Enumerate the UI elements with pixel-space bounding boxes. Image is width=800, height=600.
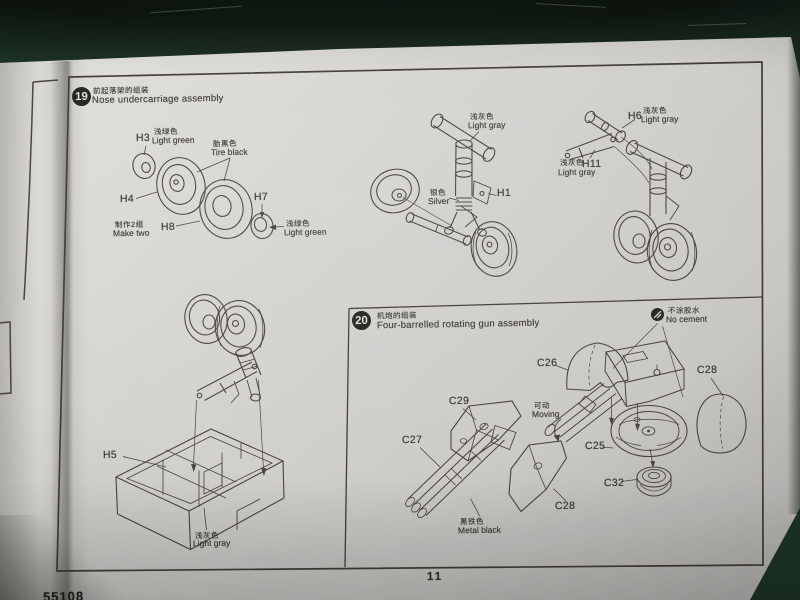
note-make-two-en: Make two — [112, 227, 150, 239]
part-label-c29: C29 — [448, 394, 470, 408]
note-moving-en: Moving — [531, 408, 560, 420]
step-19-title-en: Nose undercarriage assembly — [91, 92, 224, 107]
corner-shadow — [0, 515, 130, 600]
diagram-nosegear-strut — [370, 113, 518, 277]
step-19-badge: 19 — [71, 86, 92, 107]
page-gutter-shadow — [50, 52, 88, 600]
diagram-rotating-gun — [405, 323, 747, 518]
part-label-h7: H7 — [253, 190, 269, 204]
page-number: 11 — [426, 570, 444, 584]
color-label-metal-black-en: Metal black — [457, 524, 502, 536]
color-label-light-gray-en: Light gray — [640, 113, 679, 125]
part-label-c28-dome: C28 — [696, 363, 718, 377]
kit-number-partial: 55108 — [42, 588, 85, 600]
printed-frame — [56, 61, 764, 572]
part-label-h3: H3 — [135, 131, 151, 145]
part-label-c25: C25 — [584, 439, 606, 453]
step-20-title-en: Four-barrelled rotating gun assembly — [376, 317, 540, 332]
color-label-light-green-en: Light green — [151, 134, 195, 146]
part-label-c32: C32 — [603, 476, 625, 490]
color-label-tire-black-en: Tire black — [210, 146, 248, 158]
note-no-cement-en: No cement — [665, 313, 708, 325]
part-label-c27: C27 — [401, 433, 423, 447]
part-label-c28-plate: C28 — [554, 499, 576, 513]
color-label-silver-en: Silver — [427, 195, 450, 207]
part-label-h1: H1 — [496, 186, 512, 200]
diagram-nosewheel-exploded — [132, 145, 285, 239]
step-20-badge: 20 — [351, 310, 372, 331]
part-label-h4: H4 — [119, 192, 135, 206]
no-cement-icon — [651, 308, 664, 321]
diagram-wheelbay-assembly — [114, 294, 285, 551]
color-label-light-gray-en: Light gray — [467, 119, 506, 131]
part-label-h5: H5 — [102, 448, 118, 462]
color-label-light-gray-en: Light gray — [557, 166, 596, 178]
adjacent-page-marks — [0, 79, 59, 395]
part-label-h8: H8 — [160, 220, 176, 234]
page-right-edge-shadow — [787, 36, 800, 514]
diagram-nosegear-links — [564, 110, 698, 281]
part-label-c26: C26 — [536, 356, 558, 370]
color-label-light-green-en: Light green — [283, 226, 327, 238]
color-label-light-gray-en: Light gray — [192, 537, 231, 549]
